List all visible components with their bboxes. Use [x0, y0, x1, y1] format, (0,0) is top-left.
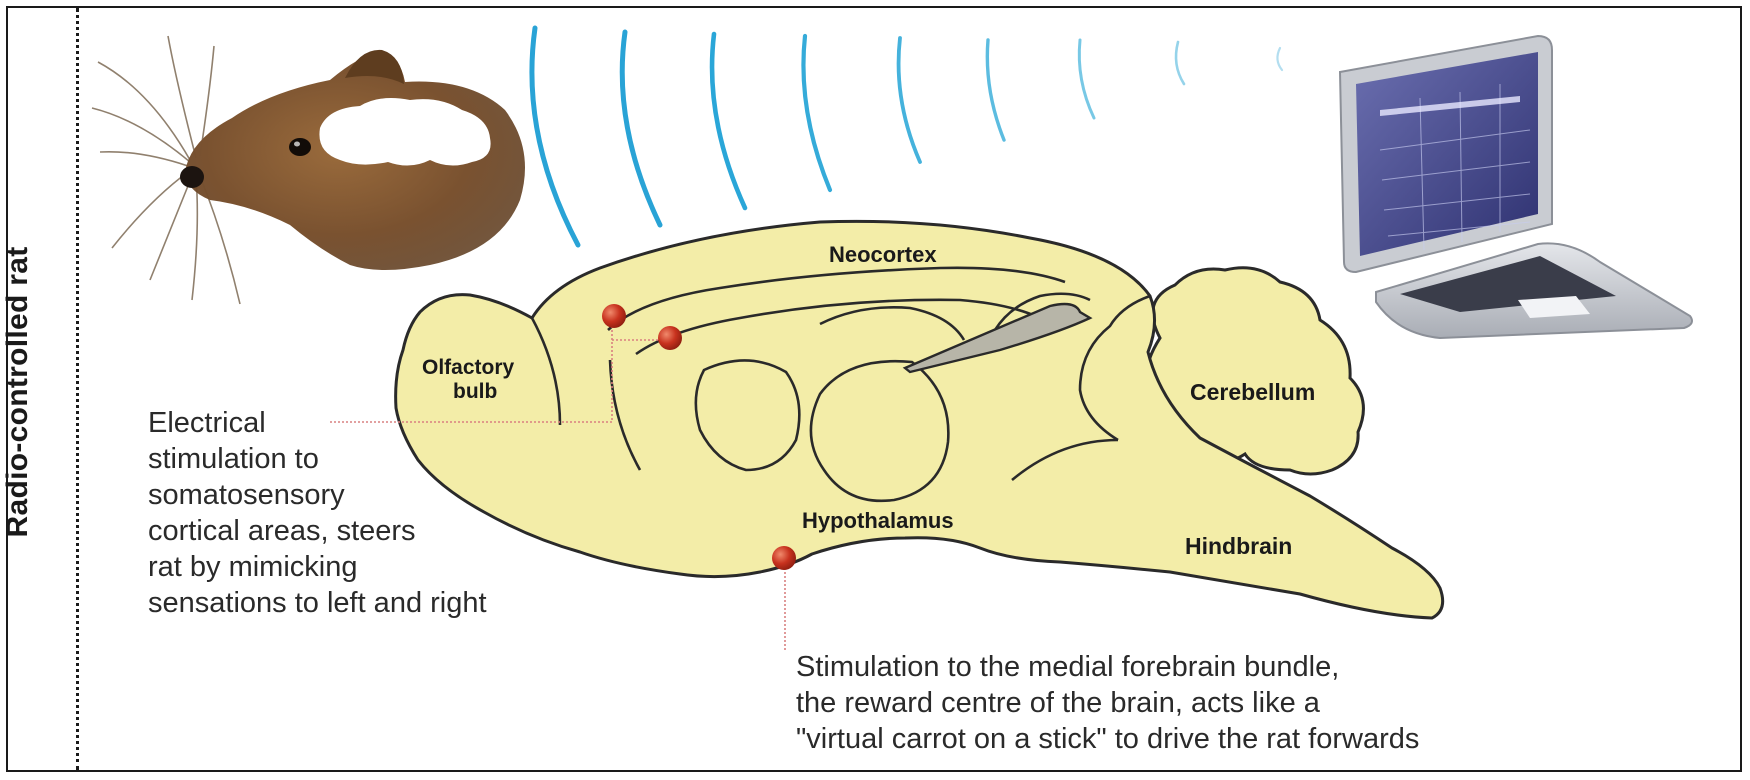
laptop-icon: [1340, 36, 1692, 338]
caption-line: Electrical: [148, 407, 266, 439]
label-olfactory-line1: Olfactory: [422, 356, 515, 379]
label-hypothalamus: Hypothalamus: [802, 508, 954, 533]
label-olfactory-line2: bulb: [453, 380, 497, 403]
caption-line: somatosensory: [148, 479, 345, 511]
caption-line: the reward centre of the brain, acts lik…: [796, 687, 1321, 719]
caption-line: Stimulation to the medial forebrain bund…: [796, 651, 1339, 683]
caption-line: cortical areas, steers: [148, 515, 416, 547]
rat-head-icon: [92, 36, 525, 304]
caption-line: "virtual carrot on a stick" to drive the…: [796, 723, 1419, 755]
signal-waves-icon: [532, 28, 1282, 245]
label-hindbrain: Hindbrain: [1185, 533, 1292, 559]
caption-line: stimulation to: [148, 443, 319, 475]
label-neocortex: Neocortex: [829, 242, 937, 267]
caption-line: rat by mimicking: [148, 551, 358, 583]
label-cerebellum: Cerebellum: [1190, 379, 1315, 405]
caption-line: sensations to left and right: [148, 587, 487, 619]
caption-reward: Stimulation to the medial forebrain bund…: [796, 651, 1419, 755]
